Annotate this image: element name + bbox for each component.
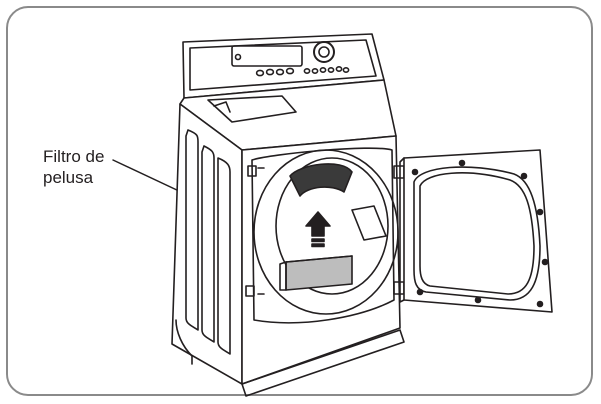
cabinet-side-panel bbox=[172, 104, 242, 384]
open-door bbox=[400, 150, 552, 312]
lint-filter bbox=[280, 256, 352, 290]
